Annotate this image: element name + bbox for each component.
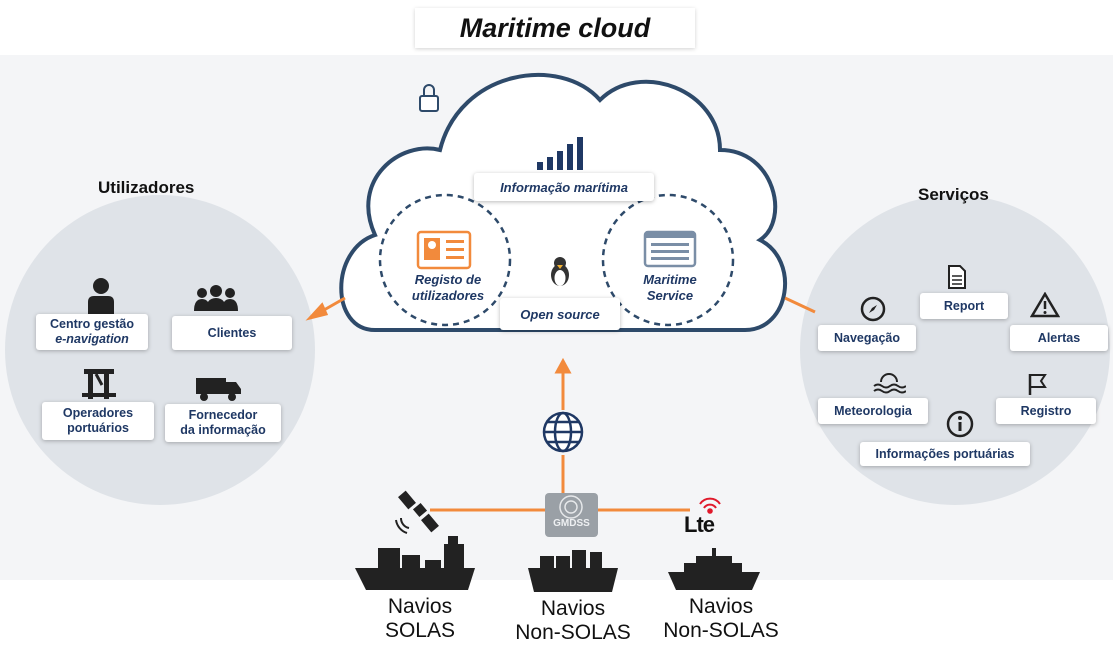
informacao-maritima-label: Informação marítima <box>474 173 654 201</box>
registo-dashed-circle <box>378 193 512 327</box>
clientes-label: Clientes <box>172 316 292 350</box>
right-connector <box>784 296 816 314</box>
maritime-line1: Maritime <box>643 272 697 287</box>
operadores-line2: portuários <box>67 421 129 435</box>
maritime-line2: Service <box>646 288 694 303</box>
maritime-service-label: Maritime Service <box>625 272 715 304</box>
up-arrowhead <box>554 357 572 374</box>
lock-icon <box>419 84 439 112</box>
info-icon <box>946 410 974 438</box>
navegacao-label: Navegação <box>818 325 916 351</box>
ship-label-non-solas-2: Navios Non-SOLAS <box>656 595 786 643</box>
left-arrowhead <box>305 302 329 321</box>
utilizadores-circle <box>5 195 315 505</box>
centro-gestao-line1: Centro gestão <box>49 317 135 331</box>
lte-signal-icon <box>699 497 721 514</box>
cargo-ship-icon <box>355 536 475 590</box>
utilizadores-heading: Utilizadores <box>98 178 195 197</box>
group-icon <box>194 285 238 311</box>
centro-gestao-label: Centro gestão e-navigation <box>36 314 148 350</box>
signal-bars-icon <box>537 137 583 170</box>
centro-gestao-line2: e-navigation <box>55 332 129 346</box>
fornecedor-line2: da informação <box>180 423 266 437</box>
person-icon <box>88 278 114 314</box>
registro-label: Registro <box>996 398 1096 424</box>
registo-utilizadores-label: Registo de utilizadores <box>398 272 498 304</box>
ship-label-solas: Navios SOLAS <box>370 595 470 643</box>
container-ship-icon <box>528 550 618 592</box>
ship-label-non-solas-1: Navios Non-SOLAS <box>508 597 638 645</box>
gmdss-icon <box>545 493 598 537</box>
passenger-ship-icon <box>668 548 760 590</box>
alertas-label: Alertas <box>1010 325 1108 351</box>
open-source-label: Open source <box>500 298 620 330</box>
satellite-icon <box>395 490 439 534</box>
registo-line2: utilizadores <box>411 288 485 303</box>
id-card-icon <box>416 230 472 270</box>
linux-penguin-icon <box>551 257 569 286</box>
gmdss-text: GMDSS <box>553 518 590 529</box>
compass-icon <box>860 296 886 322</box>
ship-solas-line2: SOLAS <box>384 619 456 642</box>
ship-nonsolas2-line2: Non-SOLAS <box>663 619 779 642</box>
operadores-label: Operadores portuários <box>42 402 154 440</box>
registo-line1: Registo de <box>414 272 482 287</box>
document-icon <box>948 265 966 289</box>
lte-logo-text: Lte <box>684 512 715 537</box>
ship-nonsolas1-line1: Navios <box>540 597 606 620</box>
page-title: Maritime cloud <box>415 8 695 48</box>
fornecedor-label: Fornecedor da informação <box>165 404 281 442</box>
truck-icon <box>196 378 241 401</box>
clientes-text: Clientes <box>207 325 257 340</box>
service-list-icon <box>643 230 697 268</box>
report-label: Report <box>920 293 1008 319</box>
informacoes-portuarias-label: Informações portuárias <box>860 442 1030 466</box>
flag-icon <box>1028 374 1047 395</box>
weather-waves-icon <box>873 373 906 394</box>
ship-solas-line1: Navios <box>387 595 453 618</box>
meteorologia-label: Meteorologia <box>818 398 928 424</box>
operadores-line1: Operadores <box>62 406 134 420</box>
port-crane-icon <box>82 369 116 399</box>
globe-icon <box>542 411 584 453</box>
service-dashed-circle <box>601 193 735 327</box>
connectors <box>305 296 816 512</box>
warning-icon <box>1030 292 1060 318</box>
servicos-heading: Serviços <box>918 185 989 204</box>
ship-nonsolas2-line1: Navios <box>688 595 754 618</box>
fornecedor-line1: Fornecedor <box>188 408 258 422</box>
servicos-circle <box>800 195 1110 505</box>
ship-nonsolas1-line2: Non-SOLAS <box>515 621 631 644</box>
